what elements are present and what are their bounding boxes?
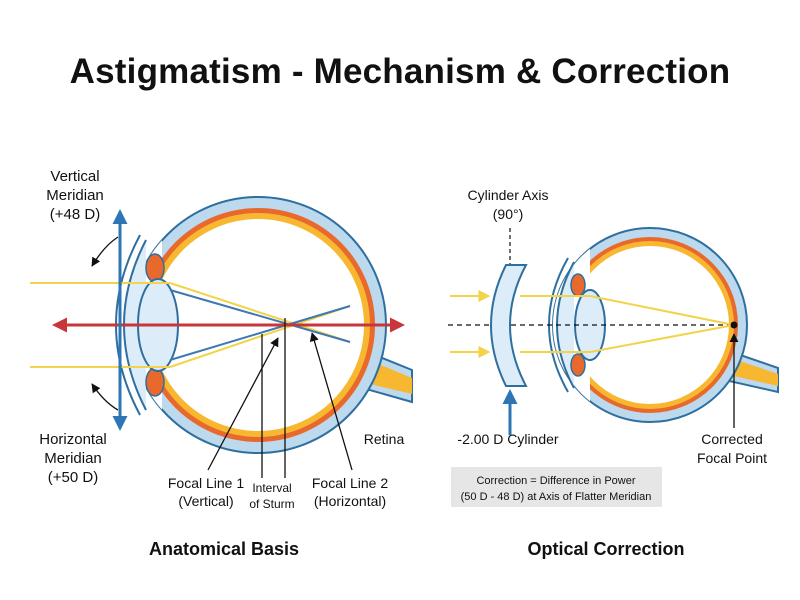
horizontal-meridian-label-3: (+50 D) bbox=[48, 469, 98, 486]
vertical-meridian-label-1: Vertical bbox=[50, 168, 99, 185]
focal-line-1-pointer bbox=[207, 337, 279, 471]
right-eye bbox=[448, 227, 779, 435]
ray-blue-1 bbox=[169, 289, 351, 343]
ray-yellow-2 bbox=[169, 305, 351, 368]
vertical-meridian-label-2: Meridian bbox=[46, 187, 104, 204]
left-iris-top bbox=[145, 253, 165, 283]
corrected-focal-point-label-1: Corrected bbox=[701, 431, 762, 447]
retina-label: Retina bbox=[364, 431, 405, 447]
vertical-meridian-label-3: (+48 D) bbox=[50, 206, 100, 223]
focal-line-1-label-1: Focal Line 1 bbox=[168, 475, 244, 491]
right-iris-bottom bbox=[570, 353, 586, 377]
interval-of-sturm-label-1: Interval bbox=[252, 481, 291, 495]
focal-line-1-label-2: (Vertical) bbox=[178, 493, 233, 509]
horizontal-meridian-label-1: Horizontal bbox=[39, 431, 107, 448]
ray-converge-upper bbox=[589, 295, 735, 326]
focal-line-2-pointer bbox=[309, 332, 353, 471]
ray-converge-lower bbox=[589, 324, 735, 353]
focal-line-2-label-2: (Horizontal) bbox=[314, 493, 386, 509]
page-title: Astigmatism - Mechanism & Correction bbox=[69, 52, 731, 91]
left-iris-bottom bbox=[145, 367, 165, 397]
ray-blue-2 bbox=[169, 305, 351, 361]
cylinder-axis-label-2: (90°) bbox=[493, 206, 524, 222]
corrected-focal-point-label-2: Focal Point bbox=[697, 450, 767, 466]
horizontal-meridian-pointer bbox=[91, 383, 119, 411]
correction-note-box bbox=[451, 467, 662, 507]
cylinder-lens bbox=[490, 264, 528, 387]
left-caption: Anatomical Basis bbox=[149, 539, 299, 559]
right-caption: Optical Correction bbox=[527, 539, 684, 559]
focal-line-2-label-1: Focal Line 2 bbox=[312, 475, 388, 491]
interval-of-sturm-label-2: of Sturm bbox=[249, 497, 294, 511]
cylinder-axis-label-1: Cylinder Axis bbox=[468, 187, 549, 203]
correction-note-line-1: Correction = Difference in Power bbox=[476, 475, 635, 487]
left-eye bbox=[30, 196, 413, 478]
horizontal-meridian-label-2: Meridian bbox=[44, 450, 102, 467]
vertical-meridian-pointer bbox=[91, 236, 119, 267]
correction-note-line-2: (50 D - 48 D) at Axis of Flatter Meridia… bbox=[461, 491, 652, 503]
cylinder-lens-label: -2.00 D Cylinder bbox=[457, 431, 558, 447]
corrected-focal-point-dot bbox=[730, 321, 738, 329]
